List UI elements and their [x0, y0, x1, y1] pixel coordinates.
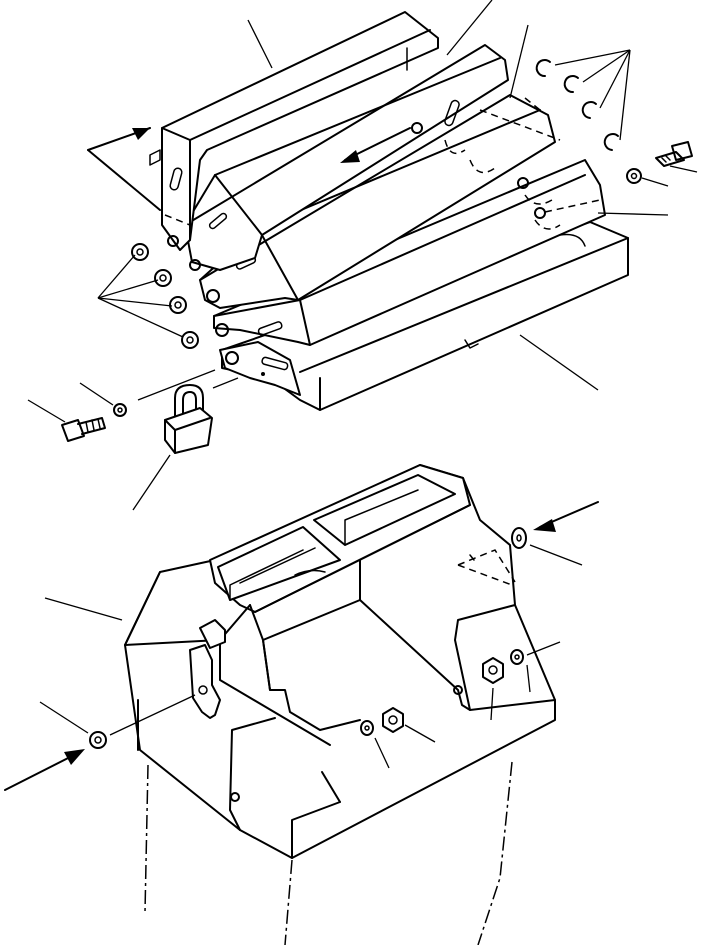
cover-panel-1	[149, 11, 439, 251]
washer-icon	[360, 720, 374, 736]
direction-arrow	[87, 127, 411, 211]
padlock-icon	[164, 384, 213, 454]
washer-icon	[510, 649, 524, 665]
box-frame	[124, 464, 556, 859]
nut-icon	[382, 707, 404, 733]
washer-icon	[89, 731, 107, 749]
left-washers-icon	[131, 243, 199, 349]
bolt-icon	[61, 417, 106, 442]
hidden-lines	[164, 97, 601, 230]
washer-icon	[511, 527, 527, 549]
washer-icon	[113, 403, 127, 417]
hinge-pivots	[167, 122, 546, 365]
cover-panel-4	[213, 159, 606, 346]
hinge-bracket	[219, 341, 301, 396]
retaining-rings-icon	[535, 59, 619, 151]
extension-lines	[144, 761, 513, 945]
bolt-icon	[655, 141, 693, 167]
panel-slot	[444, 99, 460, 127]
direction-arrow	[4, 501, 599, 791]
retaining-ring-leaders	[554, 49, 631, 141]
leader-lines-lower	[39, 544, 583, 769]
leader-lines-upper	[27, 0, 698, 511]
nut-icon	[482, 657, 504, 684]
left-washer-leaders	[97, 254, 184, 338]
washer-icon	[626, 168, 642, 184]
